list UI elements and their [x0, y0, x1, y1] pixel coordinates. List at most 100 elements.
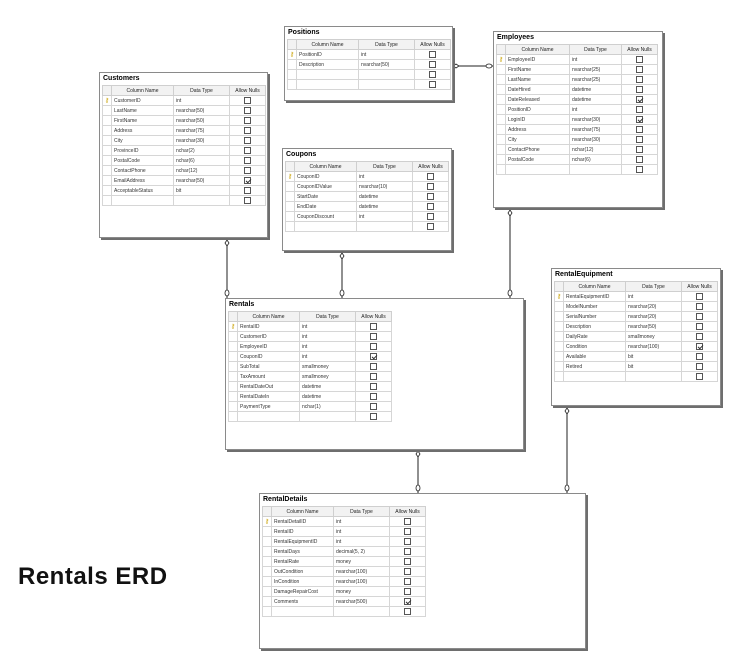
checkbox-icon[interactable]	[696, 343, 703, 350]
checkbox-icon[interactable]	[404, 598, 411, 605]
column-name-cell[interactable]: PaymentType	[237, 401, 300, 412]
checkbox-icon[interactable]	[636, 76, 643, 83]
column-name-cell[interactable]: RentalDateOut	[237, 381, 300, 392]
checkbox-icon[interactable]	[370, 363, 377, 370]
data-type-cell[interactable]: smallmoney	[625, 331, 682, 342]
data-type-cell[interactable]: nvarchar(25)	[569, 64, 622, 75]
column-name-cell[interactable]: CouponID	[294, 171, 357, 182]
column-name-cell[interactable]: City	[505, 134, 570, 145]
data-type-cell[interactable]: nvarchar(25)	[569, 74, 622, 85]
data-type-cell[interactable]: int	[333, 516, 390, 527]
checkbox-icon[interactable]	[370, 403, 377, 410]
data-type-cell[interactable]	[569, 164, 622, 175]
data-type-cell[interactable]: bit	[173, 185, 230, 196]
column-name-cell[interactable]: FirstName	[111, 115, 174, 126]
column-name-cell[interactable]: EmailAddress	[111, 175, 174, 186]
checkbox-icon[interactable]	[429, 51, 436, 58]
data-type-cell[interactable]	[173, 195, 230, 206]
checkbox-icon[interactable]	[244, 167, 251, 174]
checkbox-icon[interactable]	[404, 608, 411, 615]
column-name-cell[interactable]	[237, 411, 300, 422]
checkbox-icon[interactable]	[427, 173, 434, 180]
column-name-cell[interactable]: ContactPhone	[111, 165, 174, 176]
data-type-cell[interactable]	[625, 371, 682, 382]
checkbox-icon[interactable]	[427, 203, 434, 210]
checkbox-icon[interactable]	[636, 136, 643, 143]
column-name-cell[interactable]: LastName	[111, 105, 174, 116]
data-type-cell[interactable]: nvarchar(50)	[173, 105, 230, 116]
data-type-cell[interactable]: nchar(6)	[569, 154, 622, 165]
blank-row[interactable]	[287, 79, 451, 90]
column-name-cell[interactable]: ModelNumber	[563, 301, 626, 312]
checkbox-icon[interactable]	[696, 293, 703, 300]
column-name-cell[interactable]: LoginID	[505, 114, 570, 125]
data-type-cell[interactable]: datetime	[569, 94, 622, 105]
checkbox-icon[interactable]	[370, 343, 377, 350]
data-type-cell[interactable]: nvarchar(50)	[173, 175, 230, 186]
data-type-cell[interactable]: nchar(6)	[173, 155, 230, 166]
checkbox-icon[interactable]	[636, 156, 643, 163]
column-name-cell[interactable]: Address	[111, 125, 174, 136]
checkbox-icon[interactable]	[370, 353, 377, 360]
data-type-cell[interactable]: smallmoney	[299, 371, 356, 382]
data-type-cell[interactable]: nvarchar(75)	[173, 125, 230, 136]
column-name-cell[interactable]	[271, 606, 334, 617]
data-type-cell[interactable]: int	[333, 536, 390, 547]
data-type-cell[interactable]: nchar(12)	[569, 144, 622, 155]
checkbox-icon[interactable]	[636, 86, 643, 93]
column-name-cell[interactable]	[296, 69, 359, 80]
data-type-cell[interactable]: int	[299, 351, 356, 362]
data-type-cell[interactable]: nchar(1)	[299, 401, 356, 412]
data-type-cell[interactable]: nvarchar(100)	[333, 566, 390, 577]
data-type-cell[interactable]: int	[299, 331, 356, 342]
data-type-cell[interactable]: money	[333, 586, 390, 597]
column-name-cell[interactable]: PositionID	[505, 104, 570, 115]
column-name-cell[interactable]: SubTotal	[237, 361, 300, 372]
checkbox-icon[interactable]	[244, 197, 251, 204]
data-type-cell[interactable]	[333, 606, 390, 617]
data-type-cell[interactable]: int	[299, 341, 356, 352]
column-name-cell[interactable]: CouponIDValue	[294, 181, 357, 192]
data-type-cell[interactable]: int	[569, 104, 622, 115]
column-name-cell[interactable]: EmployeeID	[505, 54, 570, 65]
column-name-cell[interactable]: SerialNumber	[563, 311, 626, 322]
data-type-cell[interactable]: decimal(5, 2)	[333, 546, 390, 557]
checkbox-icon[interactable]	[244, 117, 251, 124]
data-type-cell[interactable]	[299, 411, 356, 422]
column-name-cell[interactable]: Comments	[271, 596, 334, 607]
checkbox-icon[interactable]	[404, 518, 411, 525]
checkbox-icon[interactable]	[244, 177, 251, 184]
column-name-cell[interactable]: EmployeeID	[237, 341, 300, 352]
column-name-cell[interactable]: ProvinceID	[111, 145, 174, 156]
checkbox-icon[interactable]	[244, 147, 251, 154]
data-type-cell[interactable]: int	[299, 321, 356, 332]
data-type-cell[interactable]: datetime	[299, 391, 356, 402]
checkbox-icon[interactable]	[696, 313, 703, 320]
data-type-cell[interactable]: nvarchar(20)	[625, 311, 682, 322]
blank-row[interactable]	[285, 221, 449, 232]
